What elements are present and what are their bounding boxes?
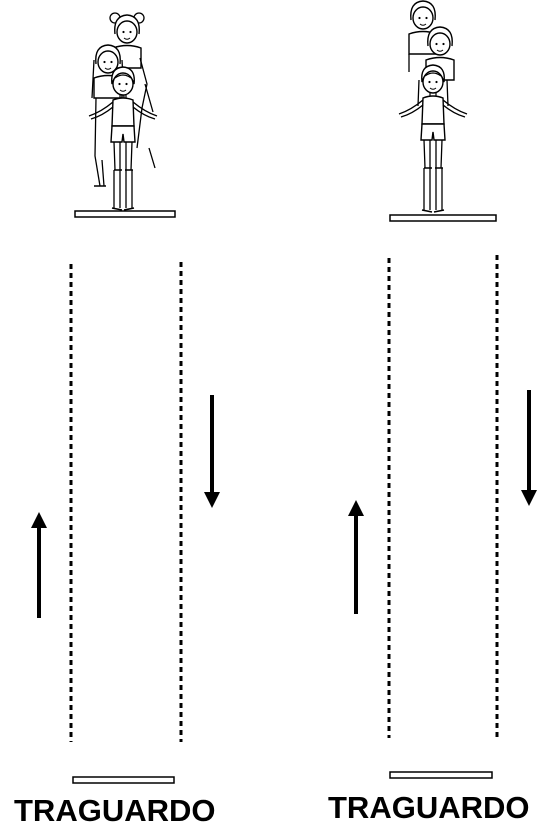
children-group-icon	[398, 0, 468, 213]
start-line-icon	[74, 210, 176, 218]
start-line-icon	[389, 214, 497, 222]
finish-label-lane-2: TRAGUARDO	[328, 790, 530, 825]
finish-line-icon	[389, 771, 493, 779]
lane-2	[348, 0, 537, 779]
lane-1	[31, 12, 220, 784]
children-group-icon	[88, 12, 158, 211]
finish-line-icon	[72, 776, 175, 784]
finish-label-lane-1: TRAGUARDO	[14, 793, 216, 828]
